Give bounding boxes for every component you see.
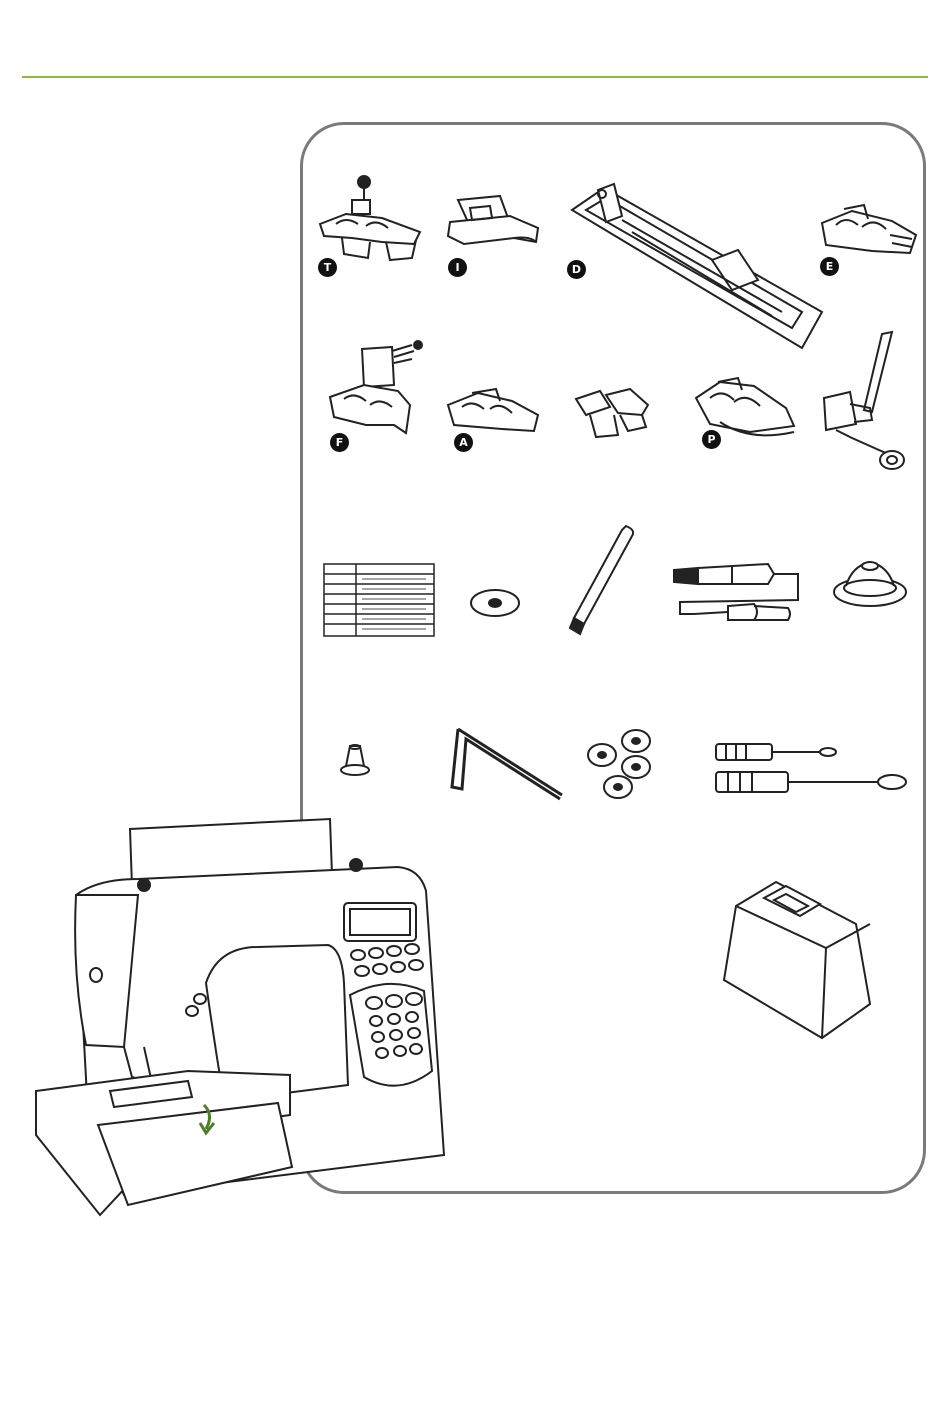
foot-badge: A [454,433,473,452]
foot-badge: F [330,433,349,452]
seam-ripper-brush [668,562,808,632]
spool-pin [560,522,640,642]
soft-cover [716,878,876,1043]
bobbins [582,725,662,805]
screwdrivers [712,738,912,800]
satin-foot: I [440,188,545,258]
foot-badge: T [318,258,337,277]
felt-washer [468,587,522,621]
foot-badge: E [820,257,839,276]
zipper-foot [570,385,655,445]
spool-cap [830,552,910,610]
blind-hem-foot: F [322,335,427,445]
darning-foot [812,328,912,478]
straight-stitch-foot: A [442,385,542,440]
edge-guide [442,725,567,805]
overcast-foot: E [812,195,922,265]
header-rule [22,76,928,78]
sewing-machine [28,815,458,1224]
small-spool-cap [338,742,372,778]
foot-badge: P [702,430,721,449]
rolled-hem-foot: P [690,372,800,447]
foot-badge: I [448,258,467,277]
foot-badge: D [567,260,586,279]
zigzag-foot: T [312,172,427,272]
needle-pack [322,562,437,638]
buttonhole-foot: D [562,180,832,355]
